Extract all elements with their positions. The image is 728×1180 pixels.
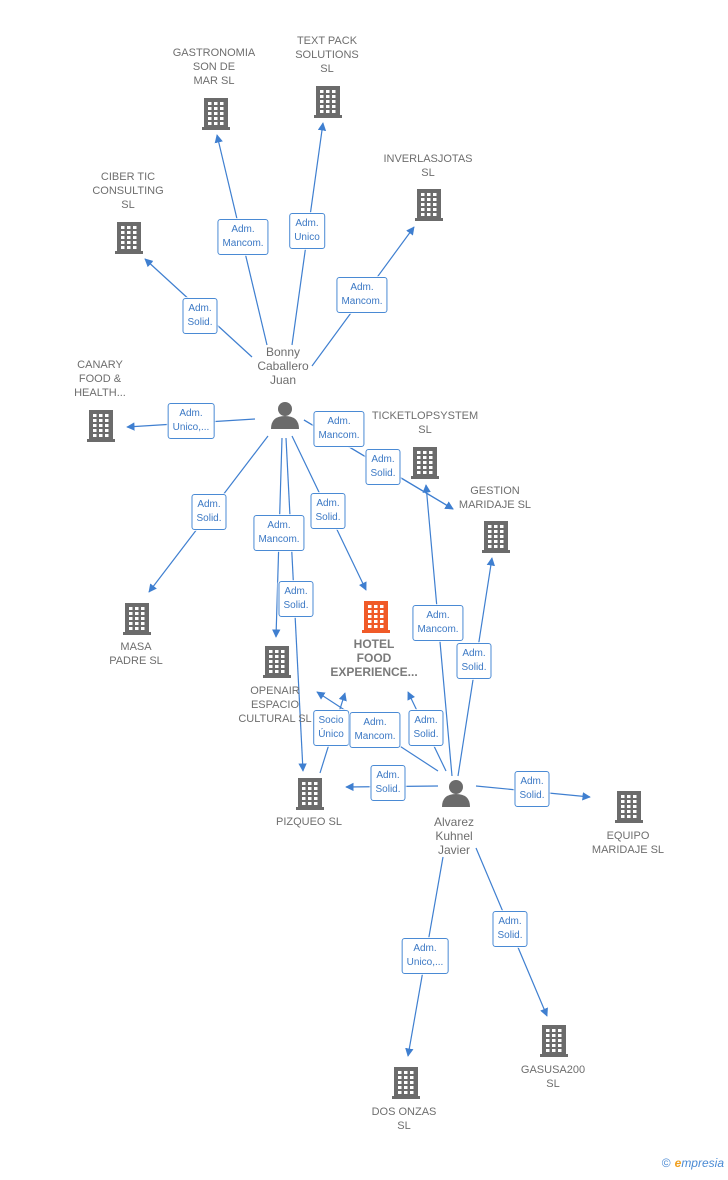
textpack-label[interactable]: TEXT PACK SOLUTIONS SL: [295, 35, 359, 75]
nodes-layer: [87, 86, 643, 1099]
inverlasjotas-label[interactable]: INVERLASJOTAS SL: [383, 153, 473, 179]
masa-building-icon: [123, 603, 151, 635]
relation-label-r5[interactable]: Adm. Unico,...: [167, 403, 215, 439]
pizqueo-label[interactable]: PIZQUEO SL: [275, 816, 343, 828]
relation-label-r14[interactable]: Socio Único: [313, 710, 349, 746]
dosonzas-label[interactable]: DOS ONZAS SL: [371, 1106, 437, 1132]
hotel-building-icon: [362, 601, 390, 633]
gestion-label[interactable]: GESTION MARIDAJE SL: [458, 485, 532, 511]
cibertic-building-icon: [115, 222, 143, 254]
relation-label-r6[interactable]: Adm. Mancom.: [313, 411, 365, 447]
pizqueo-building-icon: [296, 778, 324, 810]
relation-label-r15[interactable]: Adm. Mancom.: [349, 712, 401, 748]
gasusa-label[interactable]: GASUSA200 SL: [520, 1064, 586, 1090]
textpack-building-icon: [314, 86, 342, 118]
ticketlop-label[interactable]: TICKETLOPSYSTEM SL: [371, 410, 479, 436]
relation-label-r4[interactable]: Adm. Solid.: [182, 298, 218, 334]
equipo-building-icon: [615, 791, 643, 823]
relation-label-r16[interactable]: Adm. Solid.: [408, 710, 444, 746]
relation-label-r12[interactable]: Adm. Mancom.: [412, 605, 464, 641]
gestion-building-icon: [482, 521, 510, 553]
bonny-label[interactable]: Bonny Caballero Juan: [257, 345, 309, 387]
ticketlop-building-icon: [411, 447, 439, 479]
relation-label-r1[interactable]: Adm. Mancom.: [217, 219, 269, 255]
openair-building-icon: [263, 646, 291, 678]
relation-label-r7[interactable]: Adm. Solid.: [365, 449, 401, 485]
relation-label-r13[interactable]: Adm. Solid.: [456, 643, 492, 679]
brand-initial: e: [674, 1156, 682, 1170]
relation-label-r20[interactable]: Adm. Unico,...: [401, 938, 449, 974]
bonny-person-icon: [271, 402, 299, 429]
relation-label-r10[interactable]: Adm. Mancom.: [253, 515, 305, 551]
cibertic-label[interactable]: CIBER TIC CONSULTING SL: [92, 171, 164, 211]
relation-label-r3[interactable]: Adm. Mancom.: [336, 277, 388, 313]
relation-label-r2[interactable]: Adm. Unico: [289, 213, 325, 249]
alvarez-person-icon: [442, 780, 470, 807]
gastronomia-building-icon: [202, 98, 230, 130]
dosonzas-building-icon: [392, 1067, 420, 1099]
alvarez-label[interactable]: Alvarez Kuhnel Javier: [433, 815, 474, 857]
hotel-label[interactable]: HOTEL FOOD EXPERIENCE...: [330, 637, 418, 679]
gasusa-building-icon: [540, 1025, 568, 1057]
equipo-label[interactable]: EQUIPO MARIDAJE SL: [591, 830, 665, 856]
brand-name: mpresia: [681, 1156, 724, 1170]
masa-label[interactable]: MASA PADRE SL: [109, 641, 163, 667]
relation-label-r9[interactable]: Adm. Solid.: [310, 493, 346, 529]
relation-label-r19[interactable]: Adm. Solid.: [492, 911, 528, 947]
gastronomia-label[interactable]: GASTRONOMIA SON DE MAR SL: [172, 47, 256, 87]
footer-brand: ©empresia: [662, 1156, 724, 1170]
inverlasjotas-building-icon: [415, 189, 443, 221]
canary-label[interactable]: CANARY FOOD & HEALTH...: [74, 359, 126, 399]
relation-label-r8[interactable]: Adm. Solid.: [191, 494, 227, 530]
copyright-icon: ©: [661, 1156, 671, 1170]
relation-label-r18[interactable]: Adm. Solid.: [514, 771, 550, 807]
canary-building-icon: [87, 410, 115, 442]
relation-label-r11[interactable]: Adm. Solid.: [278, 581, 314, 617]
relation-label-r17[interactable]: Adm. Solid.: [370, 765, 406, 801]
openair-label[interactable]: OPENAIR ESPACIO CULTURAL SL: [238, 685, 312, 725]
